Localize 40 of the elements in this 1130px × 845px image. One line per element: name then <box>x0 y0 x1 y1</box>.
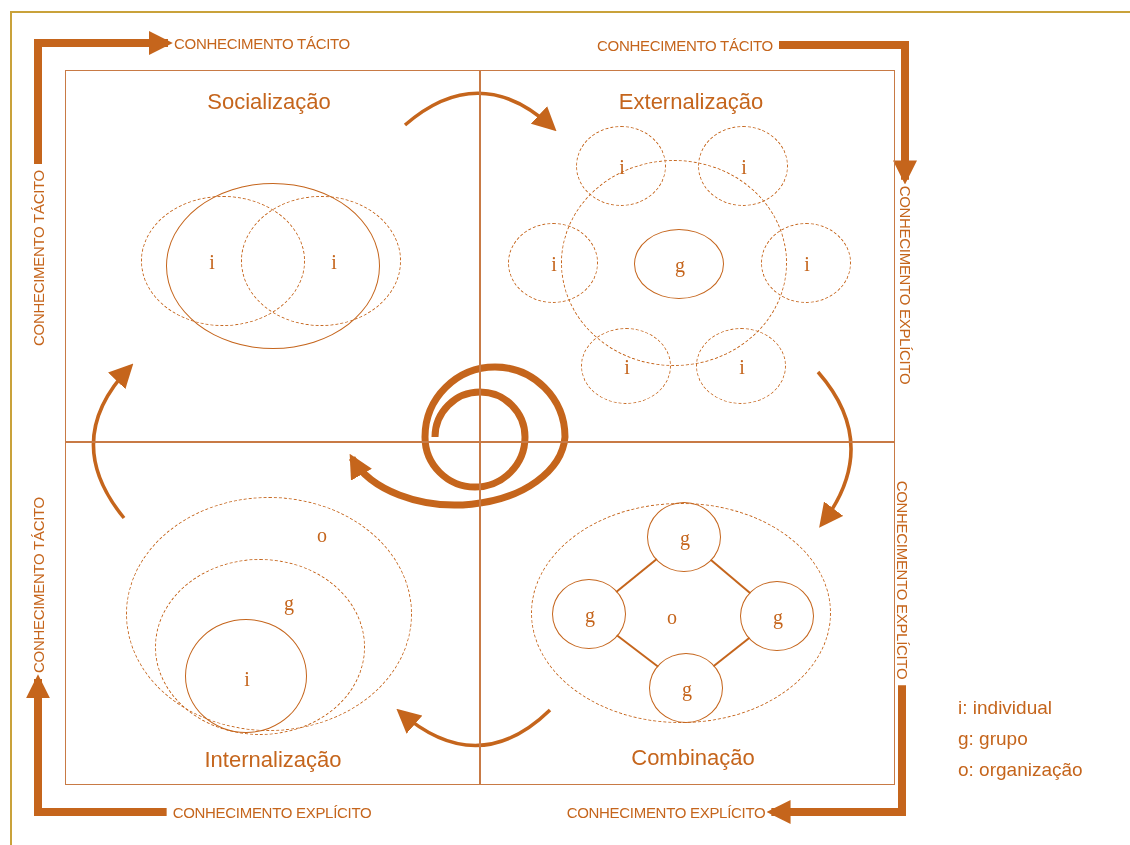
circle-letter: i <box>739 355 745 379</box>
quadrant-heading: Combinação <box>631 745 755 771</box>
quadrant-panel <box>480 70 895 442</box>
knowledge-label: CONHECIMENTO TÁCITO <box>29 497 47 673</box>
quadrant-panel <box>480 442 895 785</box>
legend-text: i: individual <box>958 697 1052 719</box>
quadrant-panel <box>65 70 480 442</box>
circle-letter: i <box>209 250 215 274</box>
quadrant-heading: Internalização <box>204 747 342 773</box>
connector-line <box>709 558 752 595</box>
knowledge-label: CONHECIMENTO TÁCITO <box>29 170 47 346</box>
circle-letter: i <box>741 155 747 179</box>
circle-letter: i <box>619 155 625 179</box>
circle-letter: g <box>680 526 690 550</box>
connector-line <box>615 634 660 668</box>
circle-letter: g <box>585 603 595 627</box>
circle-letter: i <box>804 252 810 276</box>
knowledge-label: CONHECIMENTO EXPLÍCITO <box>893 480 911 680</box>
circle-letter: g <box>284 591 294 615</box>
quadrant-heading: Externalização <box>618 89 764 115</box>
legend-text: g: grupo <box>958 728 1028 750</box>
circle-letter: i <box>244 667 250 691</box>
quadrant-heading: Socialização <box>207 89 331 115</box>
legend-text: o: organização <box>958 759 1083 781</box>
knowledge-label: CONHECIMENTO TÁCITO <box>174 34 350 52</box>
knowledge-label: CONHECIMENTO EXPLÍCITO <box>566 803 766 821</box>
circle-letter: i <box>624 355 630 379</box>
circle-letter: o <box>317 523 327 547</box>
circle-letter: o <box>667 605 677 629</box>
circle-letter: g <box>773 605 783 629</box>
knowledge-label: CONHECIMENTO EXPLÍCITO <box>172 803 372 821</box>
connector-line <box>615 558 658 593</box>
circle-letter: g <box>675 253 685 277</box>
quadrant-panel <box>65 442 480 785</box>
knowledge-label: CONHECIMENTO TÁCITO <box>597 36 773 54</box>
circle-letter: i <box>551 252 557 276</box>
circle-letter: i <box>331 250 337 274</box>
connector-line <box>712 636 751 668</box>
knowledge-label: CONHECIMENTO EXPLÍCITO <box>896 185 914 385</box>
circle-letter: g <box>682 677 692 701</box>
